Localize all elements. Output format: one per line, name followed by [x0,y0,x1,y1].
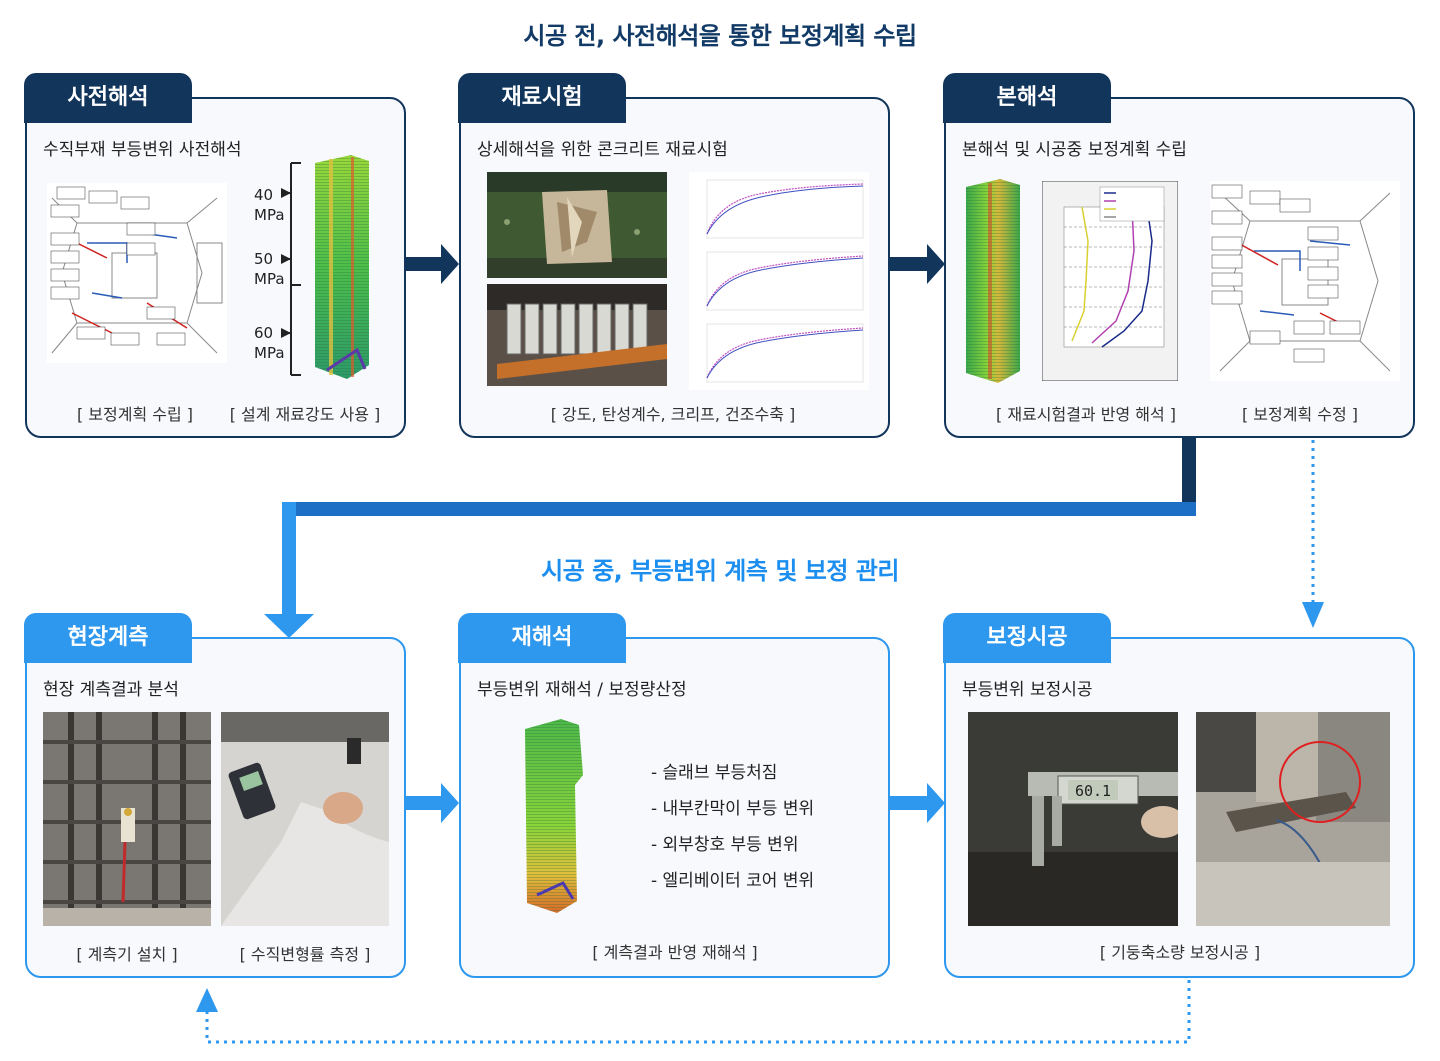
reanalysis-bullet-list: - 슬래브 부등처짐 - 내부칸막이 부등 변위 - 외부창호 부등 변위 - … [651,755,814,899]
card-material-test: 재료시험 상세해석을 위한 콘크리트 재료시험 [458,73,890,438]
strength-unit: MPa [254,270,285,288]
arrow-reanalysis-to-correction-head [927,783,945,823]
caption-main-analysis: [ 재료시험결과 반영 해석 ] [995,405,1177,424]
reanalysis-tower-model-image [517,715,607,915]
strength-bracket-icon [281,162,301,376]
strength-label-60: 60 MPa [254,323,285,363]
tab-main-analysis: 본해석 [943,73,1111,123]
caption-strain-measure: [ 수직변형률 측정 ] [239,945,371,964]
tab-pre-analysis: 사전해석 [24,73,192,123]
card-correction: 보정시공 부등변위 보정시공 60.1 [ 기둥축소량 보정시공 ] [943,613,1415,978]
list-item: - 외부창호 부등 변위 [651,835,799,855]
connector-main-down [1182,438,1196,516]
specimen-photo [487,172,667,278]
caption-column-shortening-correction: [ 기둥축소량 보정시공 ] [1099,943,1261,962]
caption-correction-plan: [ 보정계획 수립 ] [76,405,194,424]
corrected-column-photo [1196,712,1390,926]
caption-gauge-install: [ 계측기 설치 ] [76,945,178,964]
caption-design-strength: [ 설계 재료강도 사용 ] [229,405,381,424]
strength-label-40: 40 MPa [254,185,285,225]
strength-value: 60 [254,324,274,342]
strength-value: 50 [254,250,274,268]
caption-plan-revision: [ 보정계획 수정 ] [1241,405,1359,424]
tab-correction: 보정시공 [943,613,1111,663]
dotted-feedback-loop [205,980,1191,1044]
caption-material-properties: [ 강도, 탄성계수, 크리프, 건조수축 ] [550,405,796,424]
arrow-reanalysis-to-correction-shaft [889,796,927,810]
list-item: - 슬래브 부등처짐 [651,763,778,783]
creep-rig-photo [487,284,667,386]
tower-model-image [307,155,377,381]
tab-field-measure: 현장계측 [24,613,192,663]
dotted-arrow-head [1302,602,1324,628]
list-item: - 엘리베이터 코어 변위 [651,871,815,891]
dotted-feedback-head [196,988,218,1012]
section-title-pre-construction: 시공 전, 사전해석을 통한 보정계획 수립 [523,22,917,50]
subtitle-main-analysis: 본해석 및 시공중 보정계획 수립 [962,140,1187,160]
list-item: - 내부칸막이 부등 변위 [651,799,815,819]
card-field-measure: 현장계측 현장 계측결과 분석 [24,613,406,978]
floor-plan-image [47,183,227,363]
card-main-analysis: 본해석 본해석 및 시공중 보정계획 수립 [943,73,1415,438]
main-analysis-chart [1042,181,1178,381]
subtitle-correction: 부등변위 보정시공 [962,680,1093,700]
caption-reanalysis: [ 계측결과 반영 재해석 ] [592,943,758,962]
arrow-field-to-reanalysis-head [441,783,459,823]
subtitle-field-measure: 현장 계측결과 분석 [43,680,179,700]
strength-unit: MPa [254,344,285,362]
caliper-reading: 60.1 [1075,782,1111,800]
card-reanalysis: 재해석 부등변위 재해석 / 보정량산정 - 슬래브 부등처짐 - 내부칸막이 … [458,613,890,978]
strength-unit: MPa [254,206,285,224]
section-title-during-construction: 시공 중, 부등변위 계측 및 보정 관리 [541,557,899,585]
revised-floor-plan-image [1210,181,1400,381]
main-tower-model-image [962,179,1024,385]
arrow-material-to-main-shaft [889,257,927,271]
caliper-photo: 60.1 [968,712,1178,926]
strain-measure-photo [221,712,389,926]
arrow-pre-to-material-head [441,244,459,284]
gauge-install-photo [43,712,211,926]
strength-value: 40 [254,186,274,204]
arrow-pre-to-material-shaft [405,257,441,271]
card-pre-analysis: 사전해석 수직부재 부등변위 사전해석 [24,73,406,438]
arrow-to-field-head [264,614,314,638]
subtitle-reanalysis: 부등변위 재해석 / 보정량산정 [477,680,687,700]
subtitle-material-test: 상세해석을 위한 콘크리트 재료시험 [477,140,728,160]
subtitle-pre-analysis: 수직부재 부등변위 사전해석 [43,140,242,160]
strength-label-50: 50 MPa [254,249,285,289]
tab-material-test: 재료시험 [458,73,626,123]
arrow-material-to-main-head [927,244,945,284]
arrow-field-to-reanalysis-shaft [405,796,443,810]
tab-reanalysis: 재해석 [458,613,626,663]
material-test-charts [689,172,869,390]
connector-horizontal [282,502,1196,516]
